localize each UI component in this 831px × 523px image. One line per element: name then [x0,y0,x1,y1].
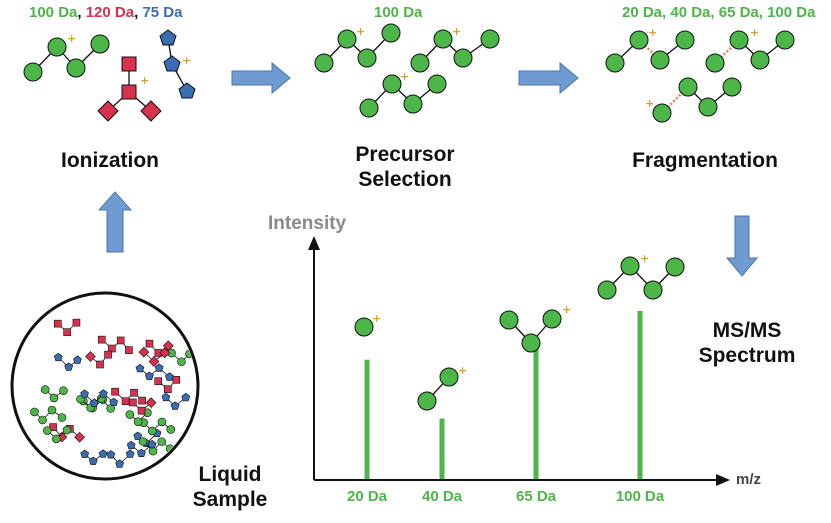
svg-text:+: + [356,25,365,38]
liquid-sample-circle [10,291,200,481]
spectrum-axes [308,236,730,486]
svg-text:+: + [140,74,149,87]
svg-text:+: + [640,252,649,265]
x-tick-label: 20 Da [346,488,388,505]
ionization-label: Ionization [61,149,159,172]
fragmented-molecule-3: + [645,77,742,123]
svg-text:+: + [648,26,657,39]
spectrum-label-line1: MS/MS [712,319,782,342]
precursor-molecule-3: + [359,70,447,118]
green-molecule-ionization: + [23,32,110,82]
ionization-masses: 100 Da, 120 Da, 75 Da [29,4,182,21]
fragmented-molecule-1: + [605,26,695,73]
blue-molecule-ionization: + [159,29,196,99]
svg-text:+: + [645,97,654,110]
fragment-100da-icon: + [597,252,685,300]
x-tick-label: 100 Da [615,488,665,505]
mass-blue: 75 Da [142,4,183,21]
spectrum-bar [533,349,539,479]
fragmented-molecule-2: + [705,26,795,73]
x-tick-label: 40 Da [421,488,463,505]
fragmentation-masses: 20 Da, 40 Da, 65 Da, 100 Da [622,4,816,21]
liquid-sample-line2: Sample [192,488,268,511]
arrow-fragmentation-to-spectrum [725,215,759,277]
svg-text:+: + [562,303,571,316]
precursor-molecule-1: + [314,23,401,73]
svg-text:+: + [452,25,461,38]
red-molecule-ionization: + [97,56,162,122]
x-tick-label: 65 Da [515,488,557,505]
spectrum-bar [364,359,370,479]
mass-separator: , [134,4,139,21]
spectrum-label-line2: Spectrum [698,344,796,367]
spectrum-label: MS/MS Spectrum [672,318,822,368]
precursor-label-line1: Precursor [355,143,455,166]
mass-green: 100 Da [29,4,78,21]
fragment-65da-icon: + [499,303,571,353]
arrow-precursor-to-fragmentation [518,61,579,95]
x-axis-label: m/z [736,471,762,488]
svg-text:+: + [67,32,76,45]
svg-text:+: + [458,364,467,377]
liquid-sample-line1: Liquid [198,463,262,486]
spectrum-bar [637,311,643,479]
precursor-label: Precursor Selection [320,142,490,192]
fragment-40da-icon: + [417,364,467,411]
svg-text:+: + [750,26,759,39]
mass-separator: , [77,4,82,21]
precursor-label-line2: Selection [358,168,452,191]
liquid-sample-label: Liquid Sample [180,462,280,512]
mass-red: 120 Da [85,4,135,21]
spectrum-bars [364,311,643,479]
svg-text:+: + [182,54,191,67]
spectrum-bar [439,418,445,479]
svg-text:+: + [372,312,381,325]
arrow-ionization-to-precursor [231,61,291,95]
precursor-mass: 100 Da [374,4,423,21]
fragmentation-label: Fragmentation [632,149,778,172]
precursor-molecule-2: + [410,25,500,73]
arrow-sample-to-ionization [97,191,133,253]
fragment-20da-icon: + [354,312,381,337]
y-axis-label: Intensity [268,213,347,234]
svg-text:+: + [400,70,409,83]
